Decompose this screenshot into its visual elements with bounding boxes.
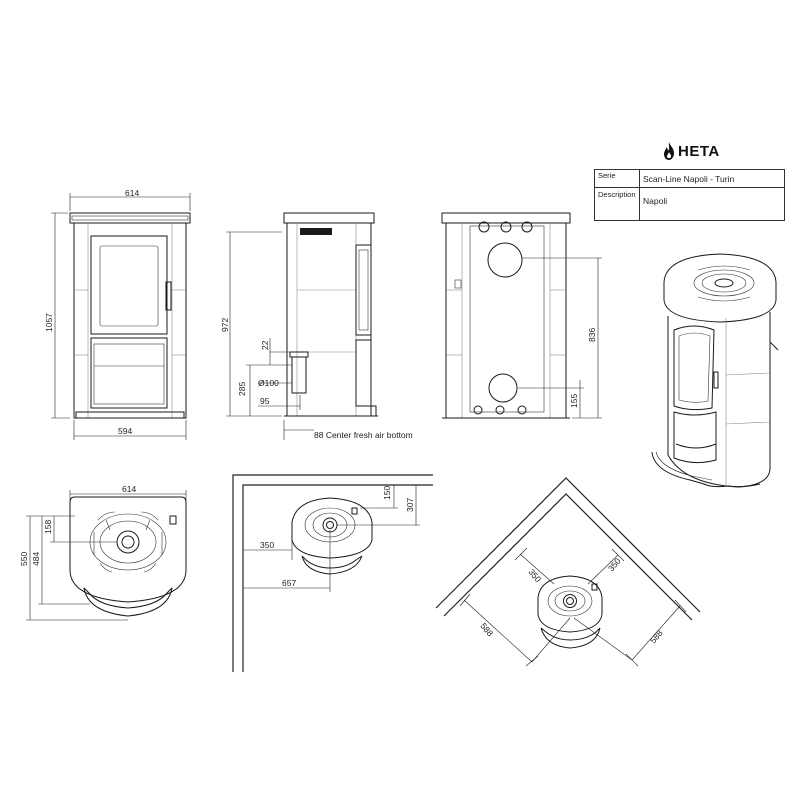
dim-front-height: 1057 (44, 313, 54, 332)
dim-plan-flue-center: 158 (43, 520, 53, 534)
dim-rear-top-flue: 836 (587, 328, 597, 342)
description-value: Napoli (643, 196, 668, 206)
dim-wall-side: 350 (260, 540, 274, 550)
serie-value: Scan-Line Napoli - Turin (643, 174, 735, 184)
wall-installation-view (232, 474, 433, 672)
dimension-labels: 614 594 1057 972 22 Ø100 285 95 88 Cente… (19, 188, 665, 645)
description-label: Description (598, 190, 636, 199)
dim-wall-side-total: 657 (282, 578, 296, 588)
heta-logo: HETA (662, 141, 720, 161)
rear-view (441, 212, 602, 419)
dim-corner-right: 350 (606, 556, 623, 574)
dim-air-inlet-offset: 22 (260, 340, 270, 350)
dim-wall-back-a: 150 (382, 486, 392, 500)
dim-air-inlet-depth: 95 (260, 396, 270, 406)
dim-plan-depth-outer: 550 (19, 552, 29, 566)
dim-side-height: 972 (220, 318, 230, 332)
title-block-separator (639, 170, 640, 220)
plan-view (26, 490, 187, 621)
front-view (51, 193, 191, 440)
title-block-serie-row: Serie Scan-Line Napoli - Turin (595, 170, 784, 188)
title-block: Serie Scan-Line Napoli - Turin Descripti… (594, 169, 785, 221)
dim-wall-back-b: 307 (405, 498, 415, 512)
dim-plan-width: 614 (122, 484, 136, 494)
dim-air-inlet-diameter: Ø100 (258, 378, 279, 388)
brand-name: HETA (678, 142, 720, 160)
dim-corner-depth-right: 588 (648, 628, 665, 646)
title-block-description-row: Description Napoli (595, 188, 784, 220)
dim-corner-depth-left: 588 (478, 621, 495, 639)
dim-plan-depth-inner: 484 (31, 552, 41, 566)
dim-rear-bottom-flue: 155 (569, 394, 579, 408)
perspective-view (651, 253, 779, 488)
dim-air-inlet-height: 285 (237, 382, 247, 396)
dim-front-top-width: 614 (125, 188, 139, 198)
flame-icon (664, 142, 674, 160)
dim-fresh-air-note: 88 Center fresh air bottom (314, 430, 413, 440)
side-view (226, 212, 378, 440)
serie-label: Serie (598, 171, 616, 180)
corner-installation-view (435, 477, 701, 667)
dim-corner-left: 350 (526, 567, 543, 585)
dim-front-bottom-width: 594 (118, 426, 132, 436)
